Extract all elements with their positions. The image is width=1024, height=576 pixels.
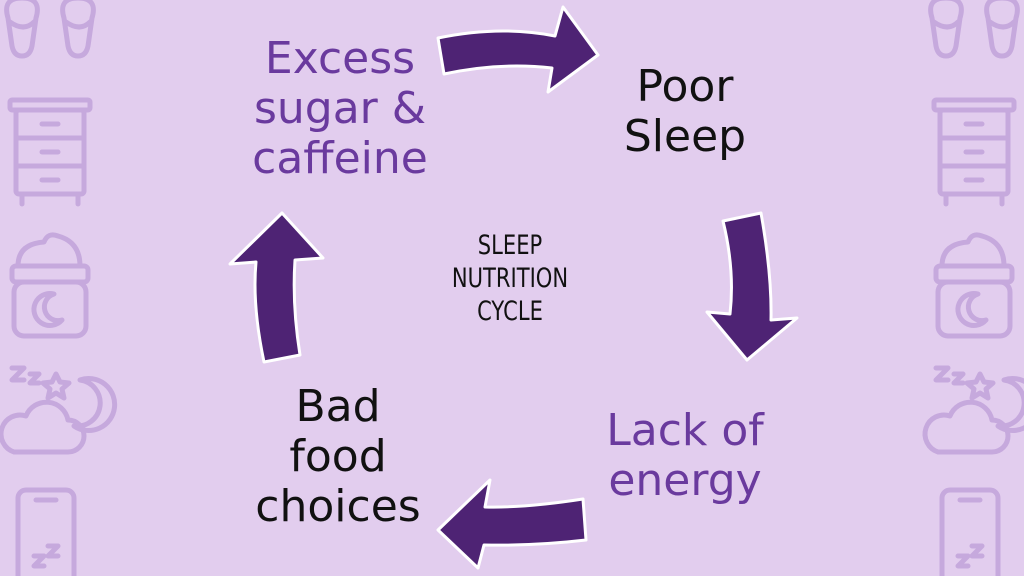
arrow-bottom bbox=[436, 478, 588, 570]
node-bad-food-choices: Bad food choices bbox=[255, 381, 421, 533]
arrow-right bbox=[705, 211, 799, 362]
arrow-top bbox=[436, 5, 600, 94]
node-lack-of-energy: Lack of energy bbox=[606, 405, 764, 507]
diagram-title: SLEEP NUTRITION CYCLE bbox=[451, 230, 569, 327]
arrow-left bbox=[228, 211, 325, 364]
node-excess-sugar-caffeine: Excess sugar & caffeine bbox=[252, 33, 428, 185]
node-poor-sleep: Poor Sleep bbox=[623, 61, 747, 163]
